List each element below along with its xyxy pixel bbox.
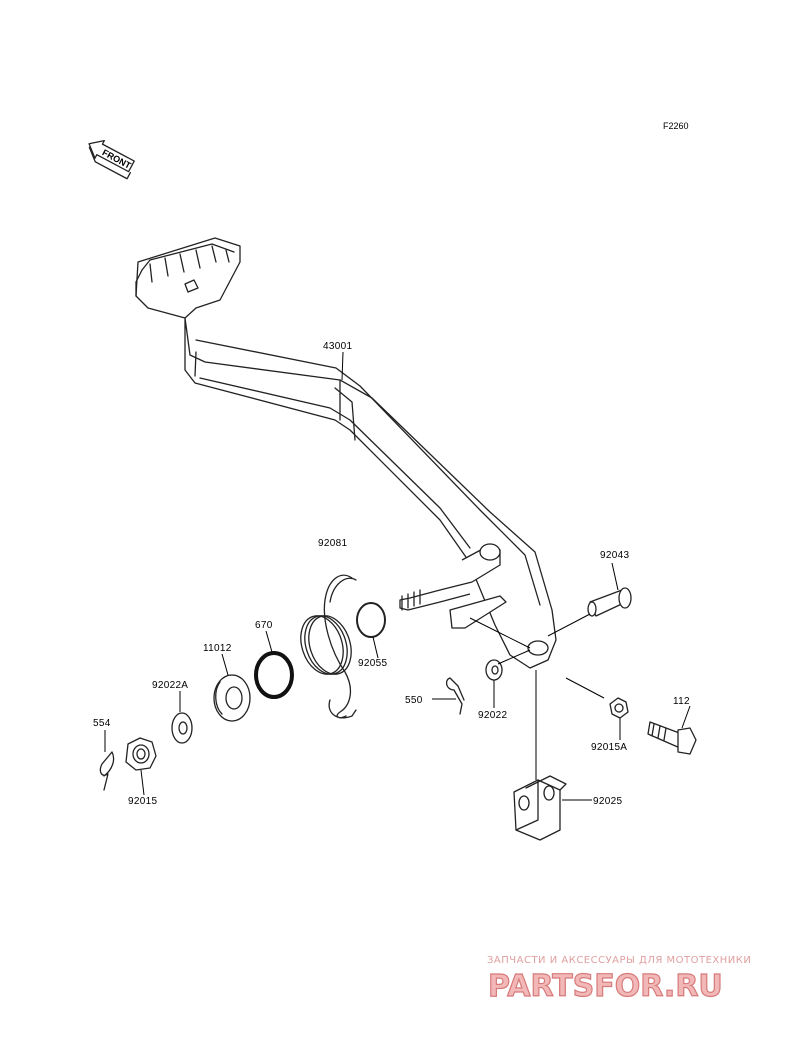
part-label: 92022 — [478, 710, 507, 721]
part-label: 92055 — [358, 658, 387, 669]
part-label: 43001 — [323, 341, 352, 352]
part-label: 554 — [93, 718, 111, 729]
part-label: 550 — [405, 695, 423, 706]
washer-92022-drawing — [485, 659, 503, 681]
watermark: ЗАПЧАСТИ И АКСЕССУАРЫ ДЛЯ МОТОТЕХНИКИ PA… — [487, 955, 751, 1005]
nut-92015a-drawing — [609, 697, 629, 719]
part-label: 92015 — [128, 796, 157, 807]
clevis-92025-drawing — [513, 775, 567, 841]
o-ring-92055-drawing — [356, 602, 386, 638]
front-arrow-icon: FRONT — [88, 139, 135, 180]
part-label: 11012 — [203, 643, 232, 654]
leader-lines — [104, 351, 691, 801]
o-ring-670-drawing — [254, 651, 294, 699]
part-label: 92015A — [591, 742, 627, 753]
figure-code: F2260 — [663, 121, 689, 131]
bolt-112-drawing — [647, 721, 697, 755]
nut-92015-drawing — [125, 737, 157, 771]
clip-554-drawing — [99, 751, 115, 791]
return-spring-drawing — [300, 574, 357, 719]
assembly-lines — [469, 613, 605, 780]
pin-92043-drawing — [587, 587, 632, 617]
part-label: 92022A — [152, 680, 188, 691]
part-label: 112 — [673, 696, 690, 707]
cotter-pin-550-drawing — [445, 677, 465, 715]
part-label: 92043 — [600, 550, 629, 561]
part-label: 92081 — [318, 538, 347, 549]
brake-pedal-drawing — [135, 237, 557, 669]
watermark-tagline: ЗАПЧАСТИ И АКСЕССУАРЫ ДЛЯ МОТОТЕХНИКИ — [487, 955, 751, 966]
watermark-logo: PARTSFOR.RU — [488, 969, 723, 1004]
part-labels: 43001 92081 92043 670 11012 92055 92022A… — [93, 341, 690, 807]
part-label: 92025 — [593, 796, 622, 807]
washer-92022a-drawing — [171, 712, 193, 744]
part-label: 670 — [255, 620, 273, 631]
seal-11012-drawing — [213, 674, 251, 722]
